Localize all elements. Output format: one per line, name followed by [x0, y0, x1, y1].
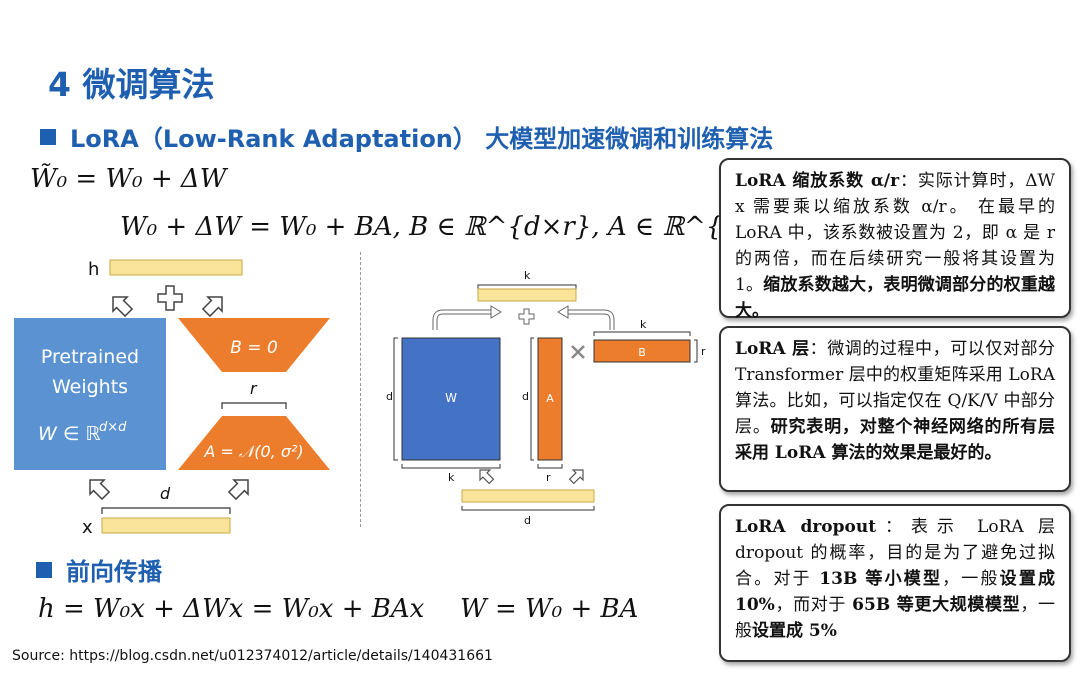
lora-diagram-left: h Pretrained Weights W ∈ ℝ d×d B = 0 r A…: [14, 259, 330, 538]
arrow-from-x-right-icon: [227, 479, 249, 501]
box-dropout-text-2: ，一般: [942, 569, 1000, 589]
b-label: B = 0: [230, 338, 278, 358]
curve-arrow-left-icon: [432, 309, 491, 330]
subtitle: LoRA（Low-Rank Adaptation） 大模型加速微调和训练算法: [40, 119, 773, 154]
box-layer-bold-1: LoRA 层: [735, 339, 810, 359]
r-label-a: r: [546, 471, 551, 484]
k-top-label: k: [524, 269, 531, 282]
x-label: x: [82, 517, 93, 538]
box-scale-bold-2: 缩放系数越大，表明微调部分的权重越大。: [735, 275, 1055, 321]
input-vector: [461, 489, 595, 503]
a-label-right: A: [546, 392, 554, 405]
diagram-divider: [360, 252, 362, 527]
arrow-up-left-icon: [112, 296, 134, 318]
a-matrix-block: [537, 337, 563, 461]
b-label-right: B: [638, 346, 646, 359]
bullet-icon: [36, 562, 52, 578]
a-matrix-trapezoid: [178, 416, 330, 470]
b-matrix-trapezoid: [178, 318, 330, 372]
arrow-input-right-icon: [568, 469, 584, 485]
plus-icon-right: [518, 308, 535, 325]
h-vector: [109, 259, 243, 276]
k-top-bracket: [477, 284, 577, 290]
d-label: d: [160, 484, 171, 503]
page-title: 4 微调算法: [48, 65, 215, 104]
box-lora-dropout: LoRA dropout：表示 LoRA 层 dropout 的概率，目的是为了…: [719, 504, 1071, 662]
box-dropout-text-4: ，一般: [735, 595, 1055, 641]
w-label: W: [445, 391, 457, 405]
formula-w0-tilde: W̃₀ = W₀ + ΔW: [30, 164, 227, 194]
arrow-input-left-icon: [479, 469, 495, 485]
pretrained-weights-block: [14, 318, 166, 470]
d-label-a: d: [522, 390, 529, 403]
bullet-icon: [40, 129, 56, 145]
plus-icon: [157, 285, 183, 311]
box-dropout-bold-4: 65B 等更大规模模型: [852, 595, 1021, 615]
pretrained-label-1: Pretrained: [41, 346, 139, 368]
arrow-up-right-icon: [201, 296, 223, 318]
r-label: r: [250, 379, 258, 398]
d-bottom-label: d: [524, 514, 531, 527]
box-scale-factor: LoRA 缩放系数 α/r：实际计算时，ΔW x 需要乘以缩放系数 α/r。 在…: [719, 158, 1071, 321]
section-forward: 前向传播: [36, 552, 162, 587]
pretrained-label-2: Weights: [52, 376, 128, 398]
box-dropout-bold-2: 13B 等小模型: [819, 569, 943, 589]
output-vector: [477, 288, 577, 302]
box-dropout-bold-3: 设置成 10%: [735, 569, 1056, 615]
pretrained-math-sup: d×d: [99, 420, 127, 435]
b-matrix-block: [593, 339, 691, 363]
box-dropout-text-1: ：表示 LoRA 层 dropout 的概率，目的是为了避免过拟合。对于: [735, 517, 1055, 589]
box-scale-bold-1: LoRA 缩放系数 α/r: [735, 171, 900, 191]
box-layer-text-1: ：微调的过程中，可以仅对部分 Transformer 层中的权重矩阵采用 LoR…: [735, 339, 1056, 437]
subtitle-text: LoRA（Low-Rank Adaptation） 大模型加速微调和训练算法: [70, 125, 774, 153]
r-bracket: [221, 402, 287, 409]
x-vector: [101, 517, 231, 534]
r-label-b: r: [701, 345, 706, 358]
section-forward-title: 前向传播: [66, 558, 162, 586]
d-bracket: [101, 507, 231, 514]
source-citation: Source: https://blog.csdn.net/u012374012…: [12, 648, 493, 664]
formula-merge: W = W₀ + BA: [460, 594, 639, 624]
a-label: A = 𝒩(0, σ²): [203, 442, 303, 461]
d-label-w: d: [386, 390, 393, 403]
box-scale-text-1: ：实际计算时，ΔW x 需要乘以缩放系数 α/r。 在最早的 LoRA 中，该系…: [735, 171, 1055, 295]
box-dropout-bold-5: 设置成 5%: [752, 621, 837, 641]
box-dropout-bold-1: LoRA dropout: [735, 517, 877, 537]
formula-forward: h = W₀x + ΔWx = W₀x + BAx: [38, 594, 425, 624]
pretrained-math: W ∈ ℝ: [38, 423, 100, 445]
k-label-w: k: [448, 471, 455, 484]
formula-decomposition: W₀ + ΔW = W₀ + BA, B ∈ ℝ^{d×r}, A ∈ ℝ^{r…: [120, 212, 789, 242]
lora-diagram-right: k d W k d A r k B r d: [386, 269, 706, 527]
box-lora-layer: LoRA 层：微调的过程中，可以仅对部分 Transformer 层中的权重矩阵…: [719, 326, 1071, 492]
k-label-b: k: [640, 318, 647, 331]
h-label: h: [88, 259, 99, 280]
w-matrix-block: [401, 337, 501, 461]
multiply-icon: [571, 345, 585, 359]
curve-arrow-right-icon: [568, 309, 615, 330]
arrow-from-x-left-icon: [89, 479, 111, 501]
box-dropout-text-3: ，而对于: [774, 595, 853, 615]
box-layer-bold-2: 研究表明，对整个神经网络的所有层采用 LoRA 算法的效果是最好的。: [735, 417, 1056, 463]
